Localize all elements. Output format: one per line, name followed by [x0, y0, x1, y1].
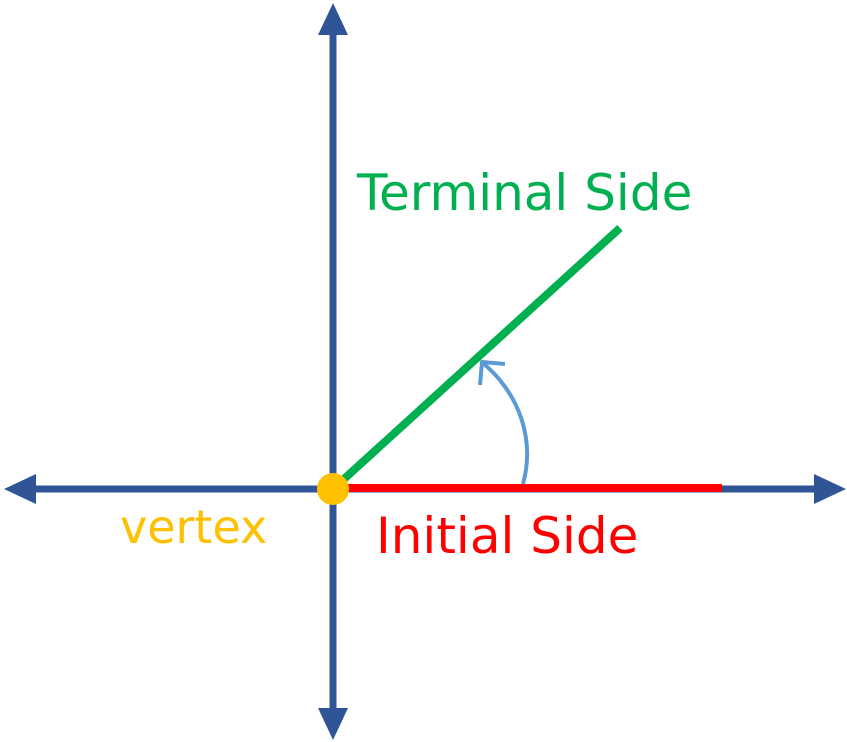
- terminal-side-ray: [330, 225, 623, 492]
- vertex-label: vertex: [120, 500, 267, 554]
- x-axis-left-arrow-icon: [4, 474, 36, 504]
- vertex-point: [317, 473, 349, 505]
- initial-side-label: Initial Side: [376, 507, 638, 565]
- y-axis-down-arrow-icon: [318, 708, 348, 740]
- x-axis-right-arrow-icon: [814, 474, 846, 504]
- arc-arrowhead-icon: [478, 360, 506, 386]
- y-axis-up-arrow-icon: [318, 3, 348, 35]
- y-axis: [318, 3, 348, 740]
- terminal-side-label: Terminal Side: [356, 164, 692, 222]
- angle-arc: [478, 360, 530, 485]
